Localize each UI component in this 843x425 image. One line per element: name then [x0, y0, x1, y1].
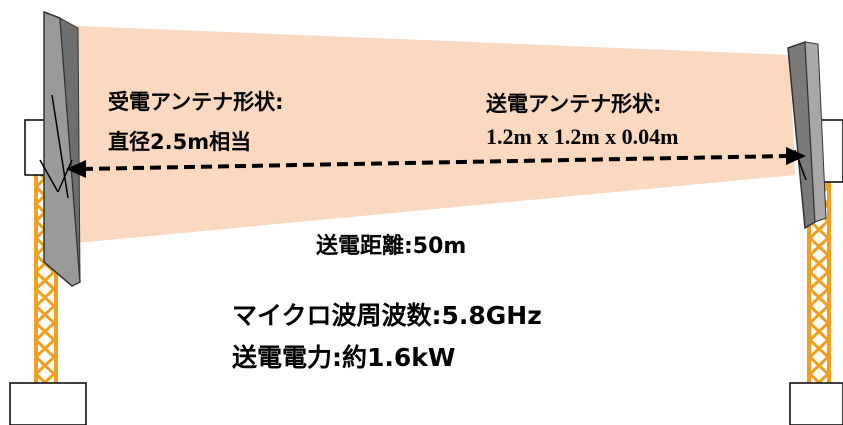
receiver-shape-title: 受電アンテナ形状: — [108, 90, 284, 114]
transmitter-shape-value: 1.2m x 1.2m x 0.04m — [486, 124, 679, 149]
receiver-shape-value: 直径2.5m相当 — [108, 130, 252, 154]
transmitting-antenna-panel — [787, 40, 827, 230]
receiving-antenna-dish — [39, 10, 81, 287]
microwave-beam — [55, 25, 795, 245]
transmitter-shape-title: 送電アンテナ形状: — [486, 92, 662, 116]
transmission-distance-label: 送電距離:50m — [316, 234, 467, 259]
microwave-frequency-label: マイクロ波周波数:5.8GHz — [232, 301, 542, 330]
transmission-power-label: 送電電力:約1.6kW — [232, 343, 456, 372]
distance-arrow — [66, 147, 806, 178]
